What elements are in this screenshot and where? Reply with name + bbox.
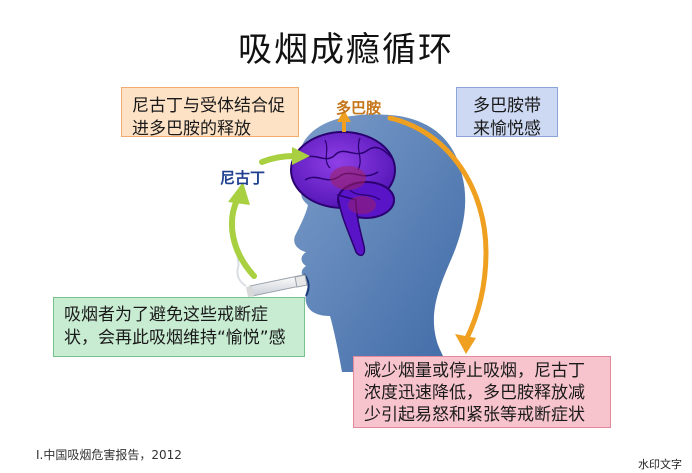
brain-icon — [290, 131, 396, 257]
orange-arrow — [387, 115, 489, 343]
green-arrow-head — [228, 182, 250, 205]
green-arrow-to-brain-head — [292, 147, 310, 165]
page-title: 吸烟成瘾循环 — [238, 30, 454, 70]
green-arrow — [229, 195, 257, 279]
dopamine-up-arrow-head — [337, 110, 351, 122]
dopamine-label: 多巴胺 — [336, 99, 382, 117]
smoke-again-box: 吸烟者为了避免这些戒断症状，会再此吸烟维持“愉悦”感 — [53, 297, 305, 357]
green-arrow-to-brain — [259, 153, 297, 165]
withdrawal-box: 减少烟量或停止吸烟，尼古丁浓度迅速降低，多巴胺释放减少引起易怒和紧张等戒断症状 — [353, 356, 611, 428]
nicotine-binding-box: 尼古丁与受体结合促进多巴胺的释放 — [121, 87, 299, 139]
orange-arrow-head — [455, 334, 476, 354]
dopamine-pleasure-box: 多巴胺带来愉悦感 — [456, 87, 558, 139]
nicotine-label: 尼古丁 — [220, 169, 266, 187]
cigarette-icon — [236, 251, 308, 297]
watermark: 水印文字 — [638, 458, 682, 471]
source-citation: I.中国吸烟危害报告，2012 — [36, 448, 182, 462]
